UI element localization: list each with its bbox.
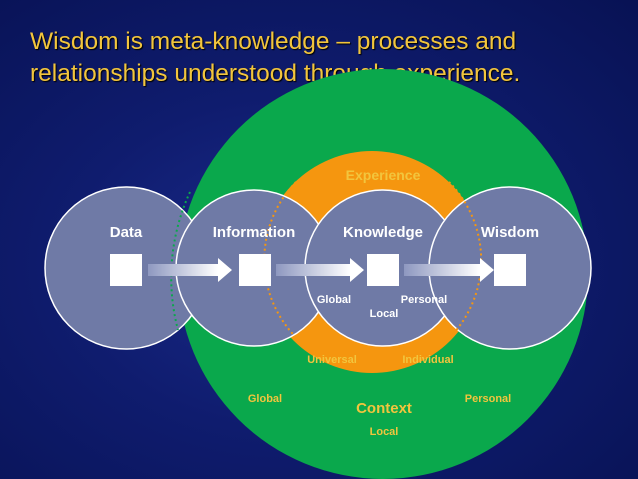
- context-boundary-dotted: [170, 191, 191, 331]
- knowledge-global-label: Global: [317, 294, 351, 306]
- knowledge-personal-label: Personal: [401, 294, 447, 306]
- context-label: Context: [356, 400, 412, 417]
- knowledge-local-label: Local: [370, 308, 399, 320]
- knowledge-label: Knowledge: [343, 224, 423, 241]
- context-personal-label: Personal: [465, 393, 511, 405]
- title-line-1: Wisdom is meta-knowledge – processes and: [30, 28, 517, 55]
- data-label: Data: [110, 224, 143, 241]
- information-label: Information: [213, 224, 296, 241]
- arrow-information-to-knowledge: [276, 258, 364, 282]
- wisdom-label: Wisdom: [481, 224, 539, 241]
- context-local-label: Local: [370, 426, 399, 438]
- knowledge-box: [367, 254, 399, 286]
- arrow-knowledge-to-wisdom: [404, 258, 494, 282]
- experience-universal-label: Universal: [307, 354, 357, 366]
- experience-label: Experience: [346, 167, 421, 183]
- slide-title: Wisdom is meta-knowledge – processes and…: [30, 26, 630, 90]
- wisdom-box: [494, 254, 526, 286]
- information-box: [239, 254, 271, 286]
- experience-individual-label: Individual: [402, 354, 453, 366]
- context-global-label: Global: [248, 393, 282, 405]
- arrow-data-to-information: [148, 258, 232, 282]
- data-box: [110, 254, 142, 286]
